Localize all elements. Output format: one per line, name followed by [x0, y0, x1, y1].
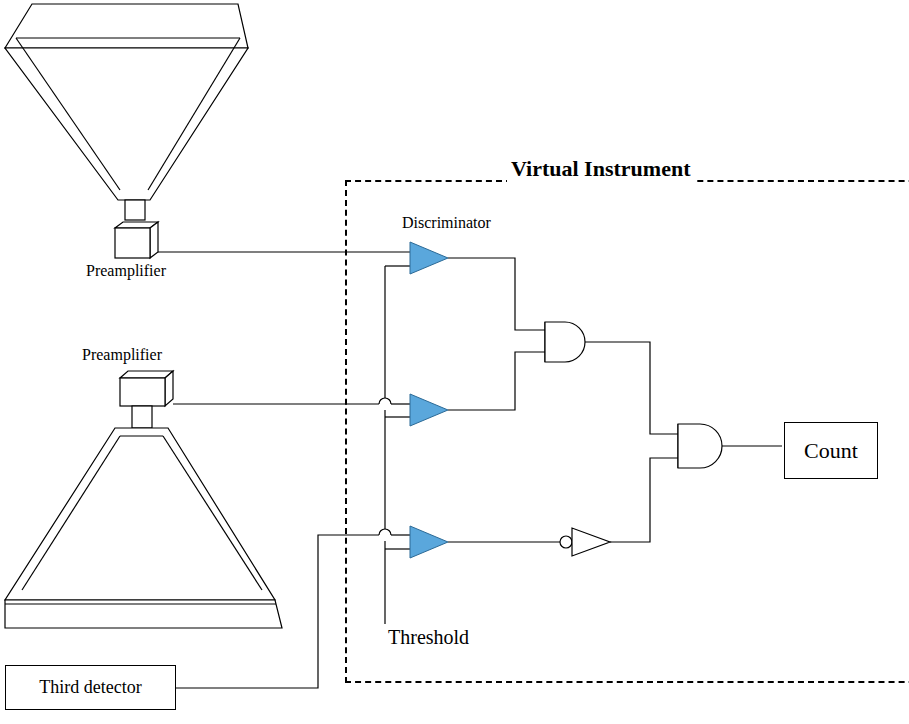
signal-label: Threshold — [386, 626, 471, 649]
count-box: Count — [784, 422, 878, 479]
component-label: Preamplifier — [84, 262, 168, 280]
component-label: Discriminator — [400, 214, 493, 232]
virtual-instrument-region: Virtual InstrumentCount — [345, 180, 909, 683]
component-label: Preamplifier — [80, 346, 164, 364]
detector-box: Third detector — [5, 665, 176, 710]
box-label: Third detector — [39, 677, 141, 698]
region-title: Virtual Instrument — [507, 156, 694, 182]
box-label: Count — [804, 438, 858, 464]
